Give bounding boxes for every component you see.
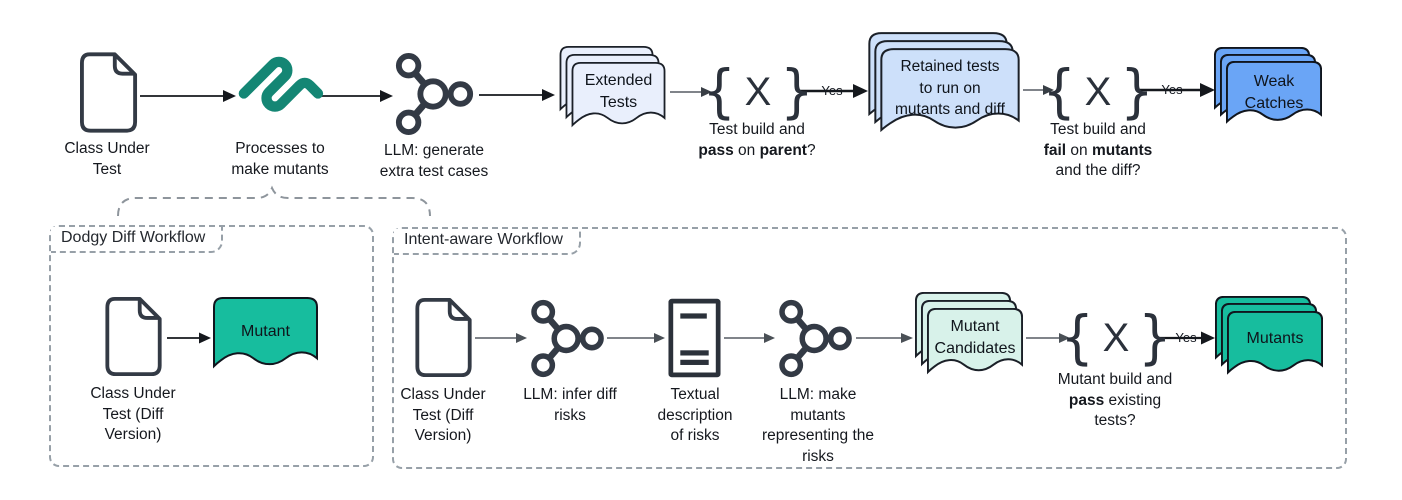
weak-catches-text: Weak Catches bbox=[1244, 73, 1304, 113]
extended-tests-text: Extended Tests bbox=[584, 72, 653, 112]
brace-close: } bbox=[780, 58, 814, 126]
arrow-candidates-to-decision3 bbox=[1026, 333, 1070, 343]
textual-document-icon bbox=[668, 297, 721, 384]
decision-x: X bbox=[1084, 70, 1112, 114]
yes-label-1: Yes bbox=[821, 83, 843, 98]
mutants-stack: Mutants bbox=[1215, 296, 1323, 383]
brace-open: { bbox=[1042, 58, 1076, 126]
class-under-test-diff-label: Class Under Test (Diff Version) bbox=[90, 385, 176, 444]
decision-pass-parent-label: Test build and pass on parent? bbox=[698, 121, 816, 159]
arrow-llm-infer-to-textual bbox=[607, 333, 665, 343]
arrow-textual-to-llm-make bbox=[724, 333, 775, 343]
llm-generate-label: LLM: generate extra test cases bbox=[379, 142, 489, 180]
mutant-text: Mutant bbox=[241, 323, 290, 340]
arrow-cutdiff-to-mutant bbox=[167, 332, 211, 344]
decision-x: X bbox=[1102, 316, 1130, 360]
arrow-processes-to-llm bbox=[314, 90, 393, 102]
processes-squiggle-icon bbox=[238, 46, 326, 141]
arrow-decision2-to-weak bbox=[1136, 83, 1215, 97]
yes-label-2: Yes bbox=[1161, 82, 1183, 97]
mutant-candidates-text: Mutant Candidates bbox=[934, 318, 1016, 358]
retained-tests-stack: Retained tests to run on mutants and dif… bbox=[868, 32, 1020, 144]
arrow-cut-to-processes bbox=[140, 90, 236, 102]
arrow-llm-to-extended bbox=[479, 89, 555, 101]
llm-network-icon bbox=[778, 299, 854, 383]
curly-brace-decision-pass-parent: { X } bbox=[703, 60, 814, 124]
llm-infer-label: LLM: infer diff risks bbox=[523, 386, 617, 424]
mutants-text: Mutants bbox=[1246, 330, 1304, 347]
retained-tests-text: Retained tests to run on mutants and dif… bbox=[894, 58, 1005, 119]
llm-make-mutants-label: LLM: make mutants representing the risks bbox=[761, 386, 875, 465]
document-icon bbox=[415, 298, 473, 383]
llm-network-icon bbox=[530, 299, 606, 383]
curly-brace-decision-pass-existing: { X } bbox=[1061, 306, 1172, 370]
arrow-extended-to-decision1 bbox=[670, 87, 712, 97]
grouping-brace bbox=[117, 185, 431, 217]
extended-tests-stack: Extended Tests bbox=[556, 46, 669, 136]
arrow-decision3-to-mutants bbox=[1156, 331, 1215, 345]
mutant-candidates-stack: Mutant Candidates bbox=[915, 292, 1023, 383]
curly-brace-decision-fail-mutants: { X } bbox=[1043, 60, 1154, 124]
brace-open: { bbox=[1060, 304, 1094, 372]
arrow-cutdiff2-to-llm-infer bbox=[475, 333, 527, 343]
arrow-retained-to-decision2 bbox=[1023, 85, 1054, 95]
brace-open: { bbox=[702, 58, 736, 126]
weak-catches-stack: Weak Catches bbox=[1214, 47, 1322, 132]
class-under-test-diff-label-2: Class Under Test (Diff Version) bbox=[400, 386, 486, 445]
llm-network-icon bbox=[394, 52, 476, 141]
brace-close: } bbox=[1120, 58, 1154, 126]
intent-aware-workflow-box: Intent-aware Workflow bbox=[392, 227, 1347, 469]
decision-pass-existing-label: Mutant build and pass existing tests? bbox=[1057, 371, 1173, 430]
document-icon bbox=[80, 52, 138, 139]
dodgy-diff-workflow-box: Dodgy Diff Workflow bbox=[49, 225, 374, 467]
brace-close: } bbox=[1138, 304, 1172, 372]
processes-label: Processes to make mutants bbox=[231, 140, 329, 178]
intent-aware-workflow-tab: Intent-aware Workflow bbox=[394, 229, 581, 255]
document-icon bbox=[105, 297, 163, 382]
intent-aware-workflow-title: Intent-aware Workflow bbox=[404, 231, 563, 248]
arrow-llm-make-to-candidates bbox=[856, 333, 913, 343]
dodgy-diff-workflow-tab: Dodgy Diff Workflow bbox=[51, 227, 224, 253]
decision-fail-mutants-label: Test build and fail on mutants and the d… bbox=[1043, 121, 1153, 180]
mutant-shape: Mutant bbox=[213, 297, 318, 378]
decision-x: X bbox=[744, 70, 772, 114]
arrow-decision1-to-retained bbox=[800, 84, 868, 98]
textual-description-label: Textual description of risks bbox=[657, 386, 733, 445]
dodgy-diff-workflow-title: Dodgy Diff Workflow bbox=[61, 229, 206, 246]
class-under-test-label: Class Under Test bbox=[64, 140, 150, 178]
yes-label-3: Yes bbox=[1175, 330, 1197, 345]
